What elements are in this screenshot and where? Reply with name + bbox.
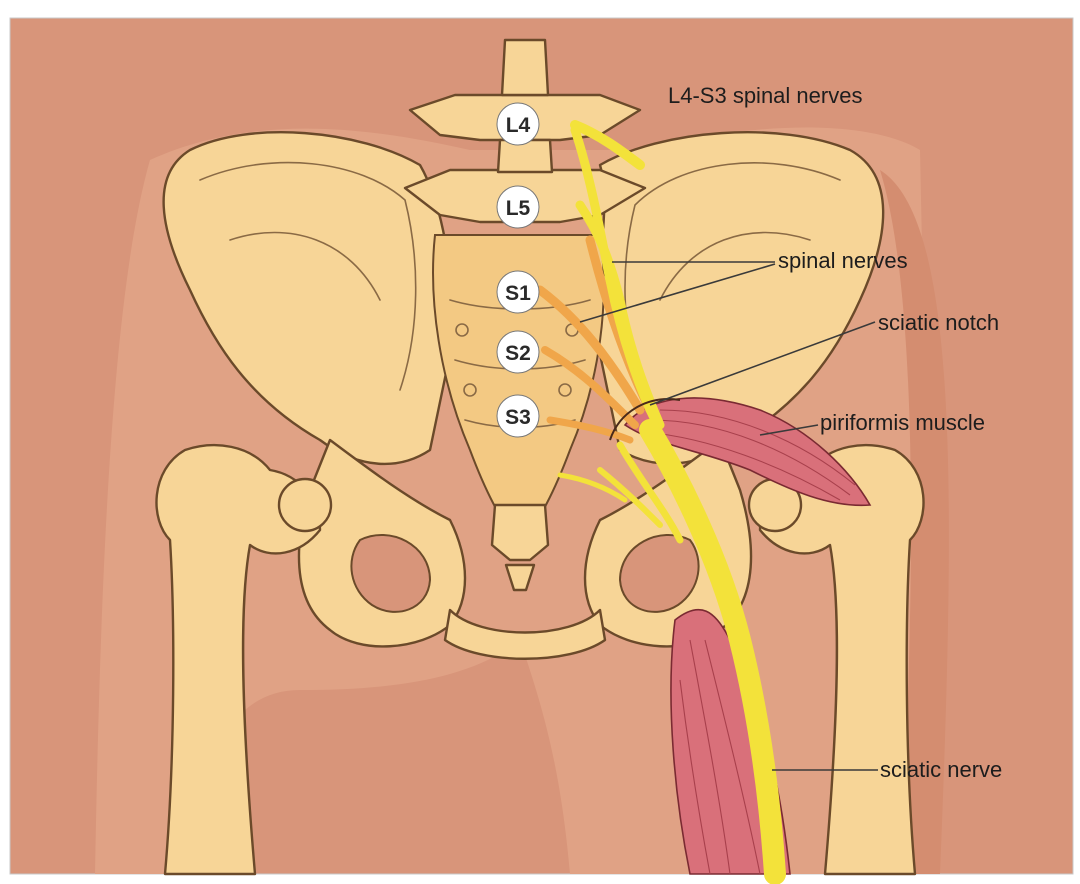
- left-ilium-contour: [199, 161, 417, 391]
- leader-sciatic-notch: [649, 321, 876, 406]
- tag-s2: S2: [505, 342, 531, 365]
- hamstring-fiber-3: [679, 679, 711, 875]
- root-s1: [535, 285, 645, 415]
- vertebra-l5-spine: [496, 138, 554, 174]
- hamstring-fiber-1: [689, 639, 731, 875]
- spinal-nerves: [557, 120, 786, 884]
- tag-s3-circle: [496, 394, 540, 438]
- tag-l5-circle: [496, 185, 540, 229]
- tag-s3: S3: [505, 406, 531, 429]
- left-femoral-head: [277, 477, 333, 533]
- vertebra-l4-spine: [500, 38, 550, 97]
- sciatic-notch-outline: [609, 398, 681, 441]
- nerve-l4-branch: [570, 120, 645, 170]
- right-ilium-contour-2: [659, 231, 811, 301]
- left-obturator: [350, 534, 432, 613]
- hamstring-fiber-2: [704, 639, 761, 875]
- tag-l4-circle: [496, 102, 540, 146]
- root-s3: [546, 416, 634, 444]
- foramen-2: [463, 383, 477, 397]
- piriformis-fiber-1: [649, 419, 851, 496]
- sciatic-branch-3: [557, 472, 628, 503]
- tag-s1: S1: [505, 282, 531, 305]
- vertebra-tags: L4 L5 S1 S2 S3: [496, 102, 540, 438]
- label-spinal-nerves: spinal nerves: [778, 248, 908, 273]
- nerve-l5: [575, 200, 665, 430]
- left-ilium-contour-2: [229, 231, 381, 301]
- tag-l4: L4: [506, 114, 531, 137]
- sciatic-nerve: [639, 419, 786, 884]
- tag-s2-circle: [496, 330, 540, 374]
- label-sciatic-nerve: sciatic nerve: [880, 757, 1002, 782]
- right-obturator: [618, 534, 700, 613]
- left-femur: [155, 443, 322, 876]
- piriformis-fiber-2: [659, 409, 856, 486]
- foramen-4: [558, 383, 572, 397]
- title-label: L4-S3 spinal nerves: [668, 83, 862, 108]
- coccyx: [490, 503, 550, 562]
- leader-spinal-nerves-2: [579, 263, 776, 323]
- pubic-arch: [443, 608, 607, 660]
- leader-lines: [579, 261, 878, 771]
- piriformis-fiber-3: [644, 431, 841, 501]
- label-piriformis: piriformis muscle: [820, 410, 985, 435]
- tag-s1-circle: [496, 270, 540, 314]
- tag-l5: L5: [506, 197, 531, 220]
- coccyx-tip: [504, 563, 536, 592]
- sciatic-branch-1: [616, 441, 684, 544]
- sciatic-branch-2: [597, 467, 663, 528]
- label-sciatic-notch: sciatic notch: [878, 310, 999, 335]
- foramen-1: [455, 323, 469, 337]
- piriformis-muscle: [623, 397, 872, 507]
- leader-piriformis: [759, 424, 819, 436]
